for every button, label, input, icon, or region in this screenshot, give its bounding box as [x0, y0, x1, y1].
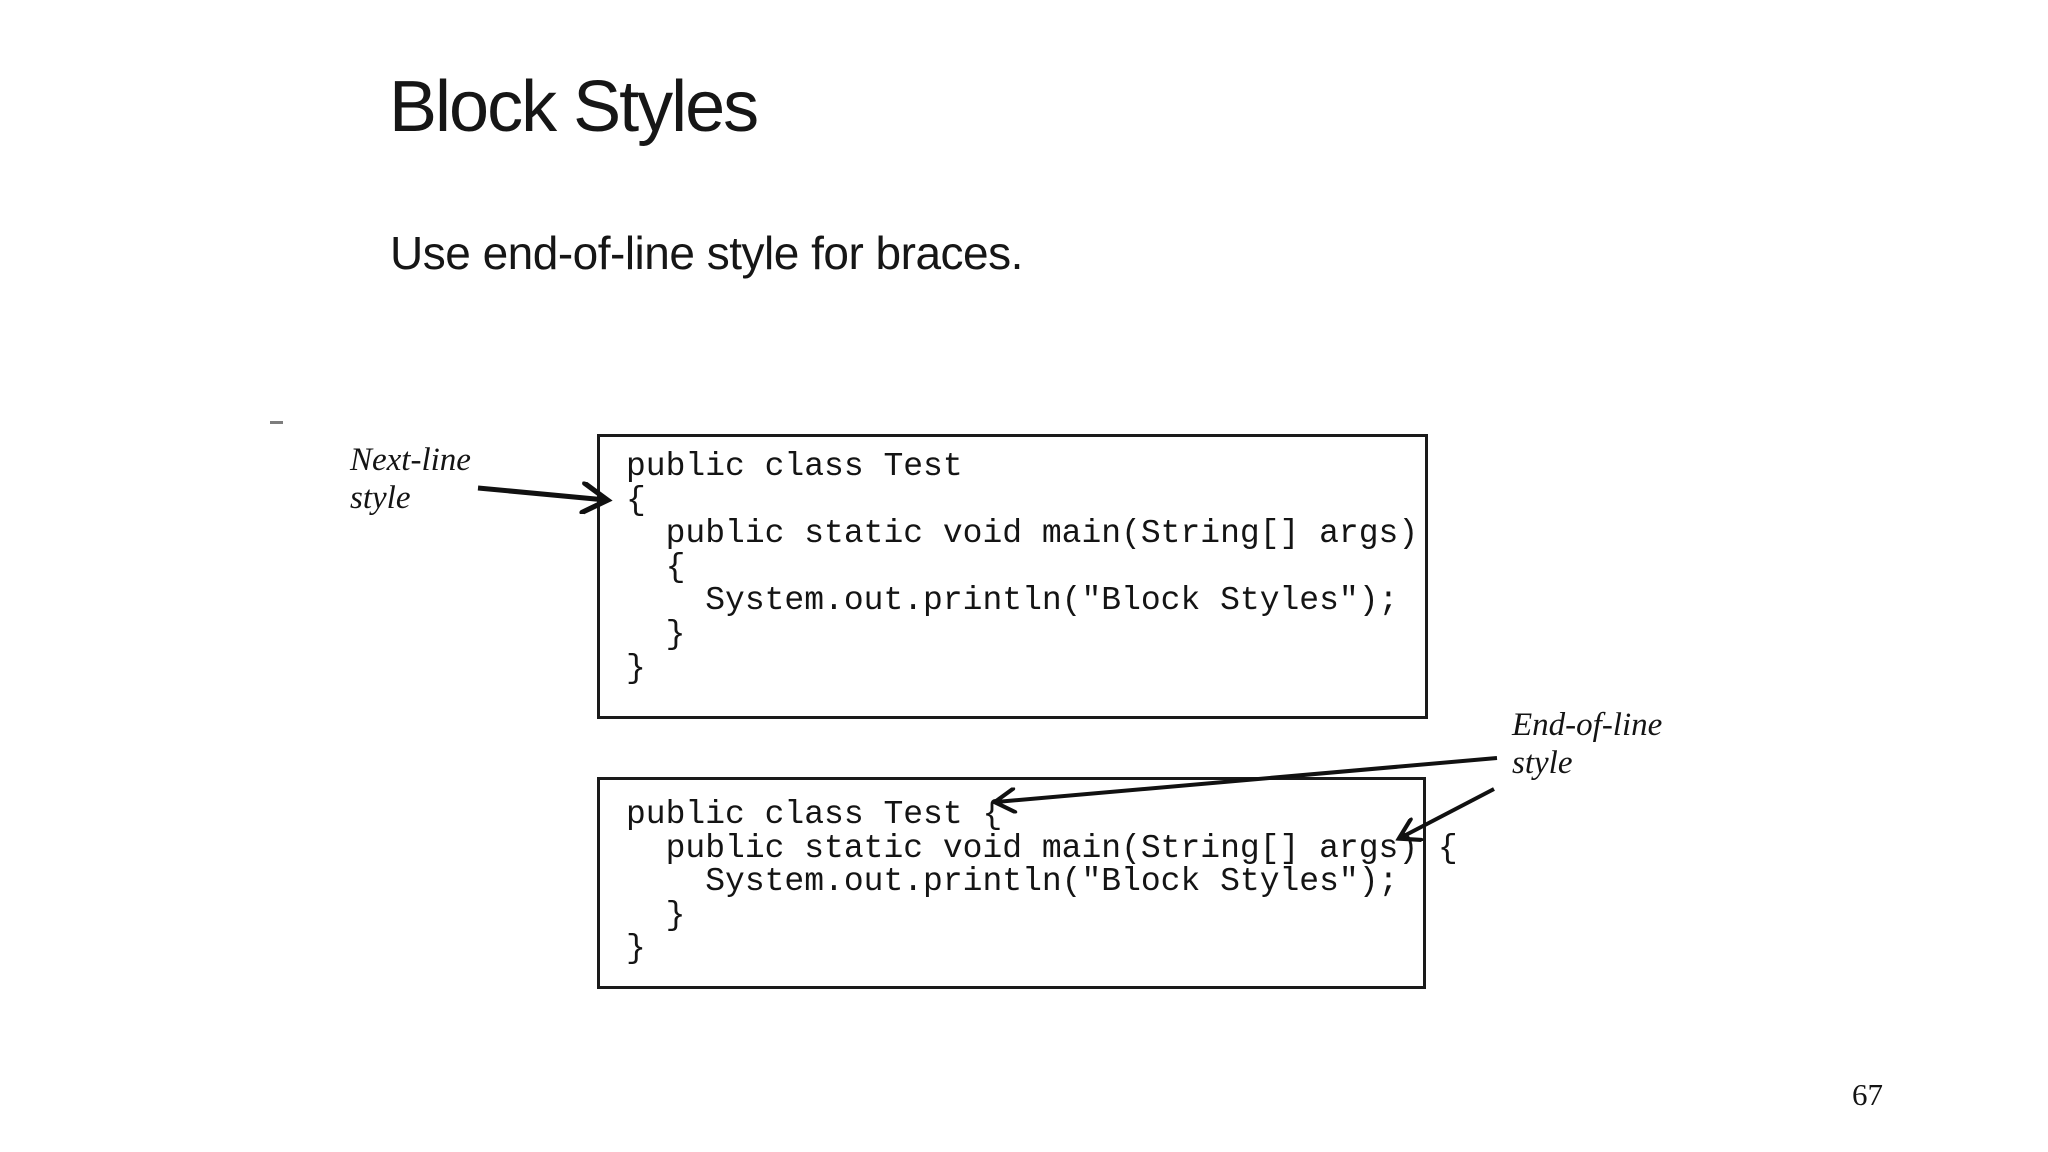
code-line: }	[626, 615, 686, 653]
code-line: public static void main(String[] args)	[626, 515, 1419, 553]
end-of-line-style-callout-line-2: style	[1512, 745, 1573, 781]
slide-title: Block Styles	[389, 67, 759, 147]
next-line-style-callout-line-2: style	[350, 480, 411, 516]
code-line: }	[626, 896, 686, 934]
next-line-style-callout: Next-line style	[350, 441, 471, 517]
slide-subtitle: Use end-of-line style for braces.	[390, 227, 1023, 279]
bullet-dash	[270, 421, 283, 424]
end-of-line-style-callout-line-1: End-of-line	[1512, 707, 1663, 743]
code-line: }	[626, 649, 646, 687]
end-of-line-style-callout: End-of-line style	[1512, 706, 1662, 782]
next-line-style-code-box: public class Test { public static void m…	[597, 434, 1428, 719]
next-line-arrow	[477, 488, 606, 500]
code-line: public static void main(String[] args) {	[626, 829, 1458, 867]
code-line: System.out.println("Block Styles");	[626, 582, 1399, 620]
code-line: }	[626, 930, 646, 968]
page-number: 67	[1852, 1077, 1883, 1112]
code-line: {	[626, 548, 686, 586]
code-line: {	[626, 481, 646, 519]
code-line: public class Test {	[626, 796, 1003, 833]
end-of-line-style-code-box: public class Test { public static void m…	[597, 777, 1458, 989]
next-line-style-callout-line-1: Next-line	[350, 442, 471, 478]
code-line: public class Test	[626, 448, 963, 485]
code-line: System.out.println("Block Styles");	[626, 863, 1399, 901]
